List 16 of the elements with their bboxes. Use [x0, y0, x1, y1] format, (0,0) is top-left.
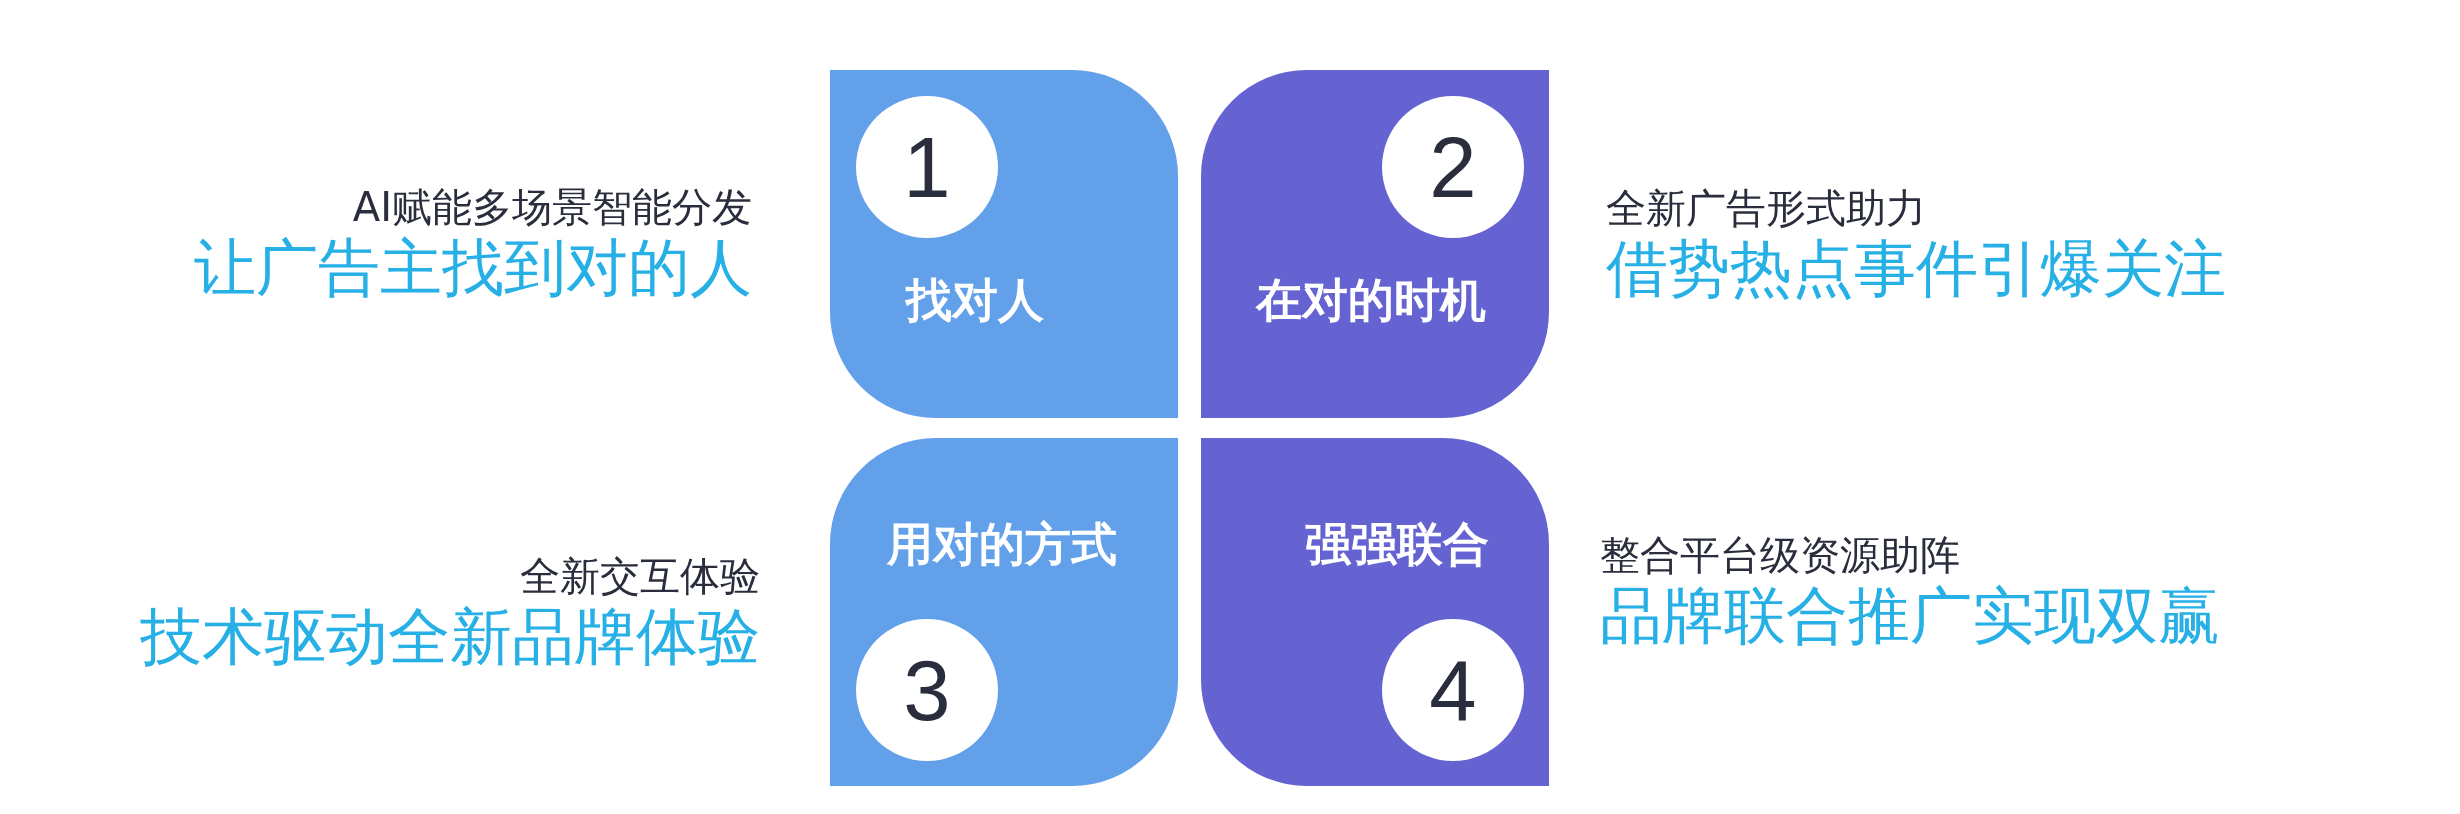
subtitle: 整合平台级资源助阵 [1600, 531, 1960, 579]
subtitle: 全新交互体验 [520, 552, 760, 600]
subtitle: AI赋能多场景智能分发 [352, 183, 752, 231]
card-title: 用对的方式 [887, 516, 1117, 572]
quadrant-card [830, 70, 1178, 418]
quadrant-card [830, 438, 1178, 786]
subtitle: 全新广告形式助力 [1606, 184, 1926, 232]
headline: 品牌联合推广实现双赢 [1600, 579, 2220, 653]
headline: 借势热点事件引爆关注 [1606, 232, 2226, 306]
card-title: 找对人 [906, 272, 1044, 328]
quadrant-card [1201, 70, 1549, 418]
headline: 技术驱动全新品牌体验 [140, 600, 760, 674]
card-title: 在对的时机 [1256, 272, 1486, 328]
headline: 让广告主找到对的人 [194, 231, 752, 305]
quadrant-card [1201, 438, 1549, 786]
card-title: 强强联合 [1305, 516, 1489, 572]
